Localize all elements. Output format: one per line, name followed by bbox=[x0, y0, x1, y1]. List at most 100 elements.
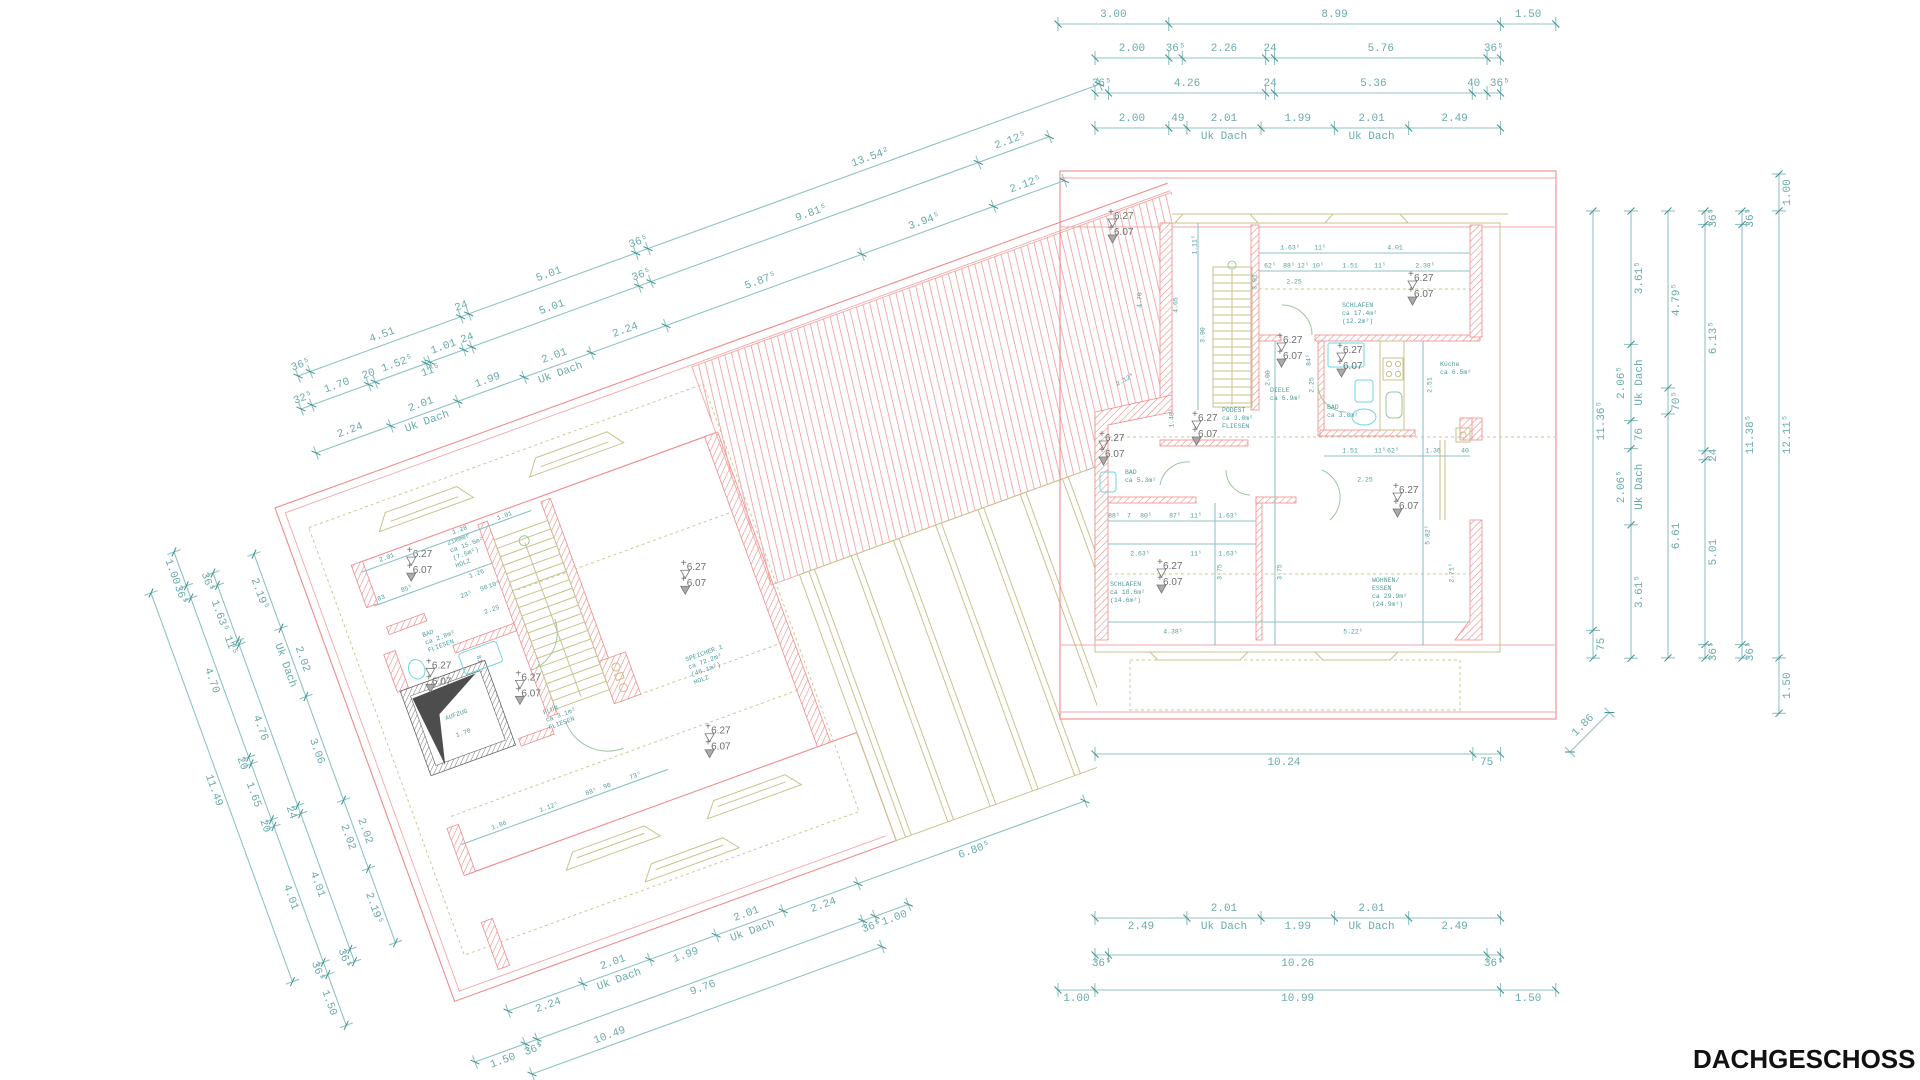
dimension-label: 5.01 bbox=[538, 298, 567, 318]
inner-dimension-label: 4.65 bbox=[1173, 297, 1180, 313]
dimension-label: 1.52⁵ bbox=[380, 353, 415, 376]
dimension-tick bbox=[148, 588, 154, 598]
knee-wall bbox=[1469, 224, 1483, 338]
stove bbox=[1382, 357, 1404, 381]
elevation-floor-triangle-icon bbox=[1407, 296, 1418, 306]
dimension-tick bbox=[1404, 124, 1413, 132]
stair-tread bbox=[512, 570, 567, 592]
elevation-marker: +6.27+6.07 bbox=[406, 545, 433, 582]
dimension-label: 1.50 bbox=[1515, 9, 1541, 21]
chimney bbox=[1459, 417, 1473, 441]
chimney-flue bbox=[613, 671, 625, 682]
dimension-line bbox=[531, 946, 883, 1075]
dimension-label: 1.50 bbox=[1515, 993, 1541, 1005]
inner-dimension-label: 1.63⁵ bbox=[1280, 245, 1300, 252]
roof-hatch-line bbox=[1132, 206, 1172, 435]
labels: +6.27+6.07+6.27+6.07+6.27+6.07+6.27+6.07… bbox=[1098, 207, 1471, 636]
dimension-label: 10.24 bbox=[1267, 757, 1300, 769]
dimension-tick bbox=[458, 347, 469, 353]
inner-dimension-label: 2.38⁵ bbox=[1415, 263, 1435, 270]
dimension-label: 2.00 bbox=[1119, 113, 1145, 125]
dimension-tick bbox=[392, 937, 399, 948]
dimension-tick bbox=[857, 251, 867, 257]
elevation-value: 6.27 bbox=[1343, 345, 1363, 356]
dimension-label: 75 bbox=[1596, 638, 1608, 651]
room-area: HOLZ bbox=[693, 674, 710, 686]
roof-hatch-line bbox=[974, 263, 1029, 492]
washbasin bbox=[1354, 379, 1374, 403]
dimension-label: 11.38⁵ bbox=[1745, 415, 1757, 455]
elevation-value: 6.27 bbox=[521, 672, 541, 683]
dimension-tick bbox=[171, 547, 177, 557]
stove-burner bbox=[1385, 360, 1393, 368]
room-area: ca 18.6m² bbox=[1110, 589, 1145, 596]
roof-hatch-line bbox=[1000, 254, 1055, 483]
dimension-tick bbox=[236, 639, 242, 650]
elevation-sign: + bbox=[1099, 445, 1105, 456]
elevation-value: 6.27 bbox=[711, 726, 731, 737]
roof-hatch-line bbox=[849, 309, 904, 538]
stair-tread bbox=[540, 646, 595, 668]
dimension-tick bbox=[305, 369, 315, 375]
dimension-line bbox=[315, 180, 1065, 454]
elevation-value: 6.27 bbox=[1414, 273, 1434, 284]
dimension-label: 2.01 bbox=[599, 953, 628, 973]
dimension-label: 36⁵ bbox=[1490, 78, 1510, 90]
dimension-label: 76 bbox=[1634, 428, 1646, 441]
dimension-tick bbox=[246, 752, 252, 762]
dimension-label: 10.26 bbox=[1281, 958, 1314, 970]
dimension-tick bbox=[1738, 207, 1746, 215]
inner-dimension-label: 3.75 bbox=[1277, 564, 1284, 580]
dimension-tick bbox=[858, 918, 868, 924]
room-name: Küche bbox=[1440, 361, 1460, 368]
dimension-tick bbox=[1664, 207, 1672, 215]
dimension-tick bbox=[1775, 709, 1783, 718]
inner-dimension-label: 88⁵ bbox=[1283, 263, 1295, 270]
dimension-tick bbox=[425, 359, 435, 365]
dimension-tick bbox=[1483, 951, 1491, 959]
roof-hatch-line bbox=[908, 287, 963, 516]
elevation-value: 6.07 bbox=[1414, 289, 1434, 300]
dimension-tick bbox=[341, 795, 347, 805]
elevation-value: 6.27 bbox=[1114, 211, 1134, 222]
dimension-tick bbox=[271, 821, 277, 832]
dimension-tick bbox=[289, 976, 296, 987]
room-name: SCHLAFEN bbox=[1342, 302, 1373, 309]
building-cover bbox=[1097, 412, 1500, 645]
elevation-ceiling-triangle-icon bbox=[1392, 492, 1403, 502]
roof-hatch-line bbox=[980, 261, 1035, 490]
dimension-tick bbox=[268, 815, 275, 825]
elevation-floor-triangle-icon bbox=[704, 749, 715, 759]
dimension-line bbox=[253, 553, 396, 943]
elevation-marker: +6.27+6.07 bbox=[704, 722, 731, 759]
dimension-label: 3.94⁵ bbox=[907, 211, 942, 234]
dimension-label: 5.87⁵ bbox=[743, 270, 778, 293]
elevation-floor-triangle-icon bbox=[1392, 508, 1403, 518]
dimension-tick bbox=[1330, 914, 1339, 922]
dimension-tick bbox=[532, 1036, 542, 1042]
roof-hatch-line bbox=[941, 275, 996, 504]
elevation-sign: + bbox=[1393, 497, 1399, 508]
dimension-tick bbox=[296, 406, 306, 412]
roof-hatch-line bbox=[823, 318, 877, 547]
dimension-tick bbox=[1091, 986, 1099, 994]
dimension-tick bbox=[1738, 640, 1746, 649]
stove-burner bbox=[1385, 370, 1393, 378]
dimension-label: 2.49 bbox=[1441, 921, 1467, 933]
dimension-note: Uk Dach bbox=[1201, 131, 1247, 143]
roof-hatch-line bbox=[803, 326, 858, 554]
dimension-tick bbox=[1496, 124, 1505, 132]
elevation-value: 6.07 bbox=[413, 565, 433, 576]
room-area: ca 6.9m² bbox=[1270, 395, 1301, 402]
inner-dimension-label: 3.90 bbox=[1200, 327, 1207, 343]
roof-hatch-line bbox=[875, 299, 930, 528]
dimension-label: 3.00 bbox=[1100, 9, 1126, 21]
dimension-label: 36⁵ bbox=[1708, 208, 1720, 228]
elevation-value: 6.07 bbox=[521, 688, 541, 699]
stair-wall bbox=[540, 497, 609, 662]
room-name: BAD bbox=[1125, 469, 1137, 476]
dimension-label: 2.06⁵ bbox=[1616, 366, 1628, 399]
